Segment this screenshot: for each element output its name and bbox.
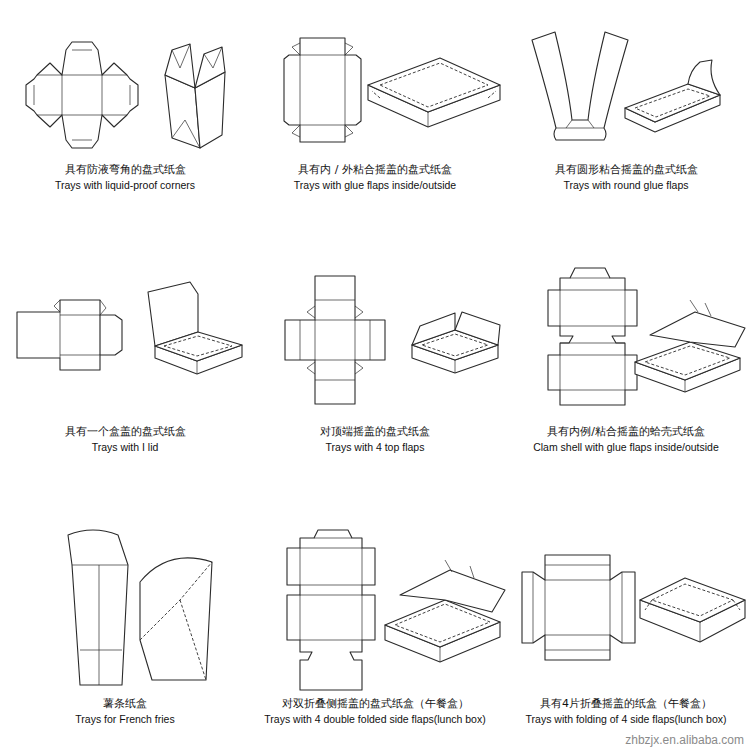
caption-english: Trays with 4 double folded side flaps(lu… — [264, 713, 485, 726]
lid-tray-dieline-line — [54, 300, 106, 358]
glue-flap-tray-dieline-line — [292, 43, 353, 137]
caption-english: Trays with glue flaps inside/outside — [294, 179, 456, 192]
lid-tray-3d — [148, 282, 242, 374]
caption-chinese: 薯条纸盒 — [103, 697, 147, 710]
double-flap-lunchbox-3d — [385, 560, 505, 662]
caption-chinese: 对双折叠侧摇盖的盘式纸盒（午餐盒） — [282, 697, 469, 710]
four-side-flap-lunchbox-dieline — [522, 555, 635, 660]
lid-tray-dieline-line — [17, 300, 122, 370]
round-flap-tray-3d — [625, 60, 720, 132]
caption-english: Trays with I lid — [92, 441, 159, 454]
double-flap-lunchbox-3d-line — [440, 647, 441, 662]
caption-chinese: 具有圆形粘合摇盖的盘式纸盒 — [555, 163, 698, 176]
double-flap-lunchbox-dieline-line — [300, 538, 362, 640]
fries-tray-3d — [140, 558, 212, 680]
four-flap-tray-3d-line — [412, 313, 455, 345]
lid-tray-dieline — [17, 300, 122, 370]
double-flap-lunchbox-dieline-line — [287, 530, 375, 690]
liquid-proof-tray-dieline-line — [26, 42, 138, 148]
four-flap-tray-3d — [412, 312, 500, 373]
liquid-proof-tray-3d-line — [195, 47, 225, 88]
four-side-flap-lunchbox-dieline-line — [533, 565, 622, 650]
glue-flap-tray-3d — [368, 58, 500, 127]
round-flap-tray-dieline — [532, 32, 628, 140]
glue-flap-tray-3d-line — [368, 58, 500, 112]
clam-shell-3d — [635, 300, 745, 392]
four-side-flap-lunchbox-3d-line — [645, 584, 740, 616]
liquid-proof-tray-3d-line — [172, 44, 222, 148]
clam-shell-dieline-line — [560, 278, 625, 390]
round-flap-tray-3d-line — [635, 89, 710, 117]
caption-english: Trays with liquid-proof corners — [55, 179, 195, 192]
caption-english: Trays with 4 top flaps — [326, 441, 425, 454]
glue-flap-tray-3d-line — [428, 112, 429, 127]
four-flap-tray-dieline-line — [285, 276, 385, 404]
caption-chinese: 具有内 / 外粘合摇盖的盘式纸盒 — [298, 163, 452, 176]
four-flap-tray-dieline-line — [300, 300, 370, 380]
glue-flap-tray-dieline-line — [284, 38, 361, 142]
fries-tray-dieline-line — [68, 530, 128, 685]
liquid-proof-tray-3d — [165, 44, 225, 148]
glue-flap-tray-3d-line — [372, 63, 496, 107]
double-flap-lunchbox-3d-line — [395, 604, 490, 642]
four-flap-tray-3d-line — [455, 360, 456, 373]
clam-shell-3d-line — [645, 346, 730, 375]
lid-tray-3d-line — [155, 332, 242, 361]
clam-shell-dieline — [548, 268, 637, 405]
caption-chinese: 具有4片折叠摇盖的纸盒（午餐盒） — [540, 697, 712, 710]
lid-tray-3d-line — [197, 361, 198, 374]
fries-tray-dieline — [68, 530, 128, 685]
round-flap-tray-3d-line — [688, 60, 720, 95]
double-flap-lunchbox-3d-line — [400, 570, 505, 612]
clam-shell-3d-line — [685, 380, 686, 392]
liquid-proof-tray-dieline — [26, 42, 138, 148]
caption-chinese: 对顶端摇盖的盘式纸盒 — [320, 425, 430, 438]
caption-english: Clam shell with glue flaps inside/outsid… — [533, 441, 719, 454]
four-flap-tray-dieline — [285, 276, 385, 404]
clam-shell-3d-line — [635, 342, 740, 380]
caption-chinese: 具有内例/粘合摇盖的蛤壳式纸盒 — [547, 425, 705, 438]
round-flap-tray-dieline-line — [532, 32, 628, 140]
liquid-proof-tray-3d-line — [165, 44, 195, 88]
caption-chinese: 具有一个盒盖的盘式纸盒 — [65, 425, 186, 438]
lid-tray-3d-line — [164, 336, 232, 356]
fries-tray-3d-line — [140, 558, 212, 680]
fries-tray-3d-line — [140, 562, 212, 680]
four-flap-tray-3d-line — [455, 312, 500, 345]
liquid-proof-tray-dieline-line — [34, 50, 130, 140]
four-side-flap-lunchbox-3d — [640, 578, 745, 642]
glue-flap-tray-dieline — [284, 38, 361, 142]
four-side-flap-lunchbox-3d-line — [700, 622, 701, 642]
fries-tray-dieline-line — [72, 565, 128, 685]
caption-english: Trays with round glue flaps — [563, 179, 688, 192]
clam-shell-3d-line — [650, 312, 745, 347]
round-flap-tray-dieline-line — [556, 120, 604, 128]
double-flap-lunchbox-3d-line — [445, 560, 474, 578]
watermark: zhbzjx.en.alibaba.com — [625, 733, 744, 747]
caption-english: Trays for French fries — [75, 713, 174, 726]
clam-shell-dieline-line — [548, 268, 637, 405]
caption-english: Trays with folding of 4 side flaps(lunch… — [526, 713, 727, 726]
caption-chinese: 具有防液弯角的盘式纸盒 — [65, 163, 186, 176]
four-side-flap-lunchbox-3d-line — [640, 578, 745, 622]
clam-shell-3d-line — [690, 300, 711, 316]
double-flap-lunchbox-dieline — [287, 530, 375, 690]
four-flap-tray-3d-line — [422, 334, 488, 356]
four-side-flap-lunchbox-dieline-line — [522, 555, 635, 660]
